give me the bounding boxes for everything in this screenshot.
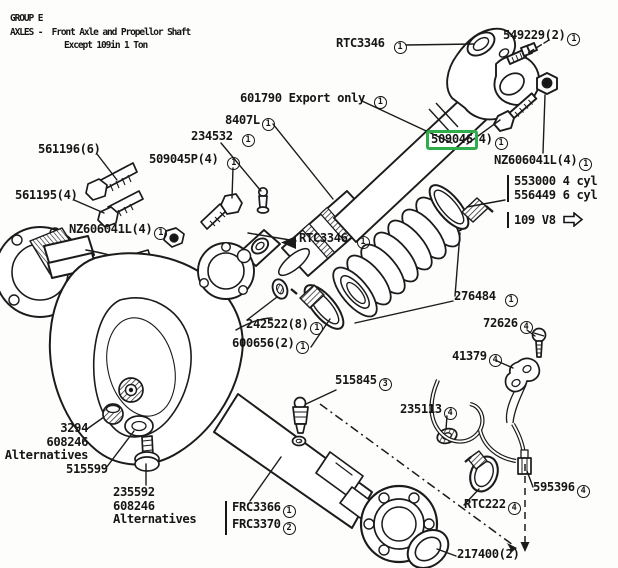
leader-lines [73,39,550,557]
plug-and-bolt-parts [102,403,160,472]
group-title: GROUP E [10,13,43,24]
section-subtitle: Except 109in 1 Ton [64,40,148,51]
dashed-reference-lines [319,403,530,552]
rubber-bellows [332,194,464,318]
front-uj-flange [197,229,289,300]
stud-bolts [85,162,185,248]
hose-clamps [290,184,494,330]
section-title: AXLES - Front Axle and Propellor Shaft [10,27,191,38]
flange-bolt-and-nipple [200,186,270,230]
rear-universal-joint [446,27,558,132]
axle-housing [0,226,450,568]
